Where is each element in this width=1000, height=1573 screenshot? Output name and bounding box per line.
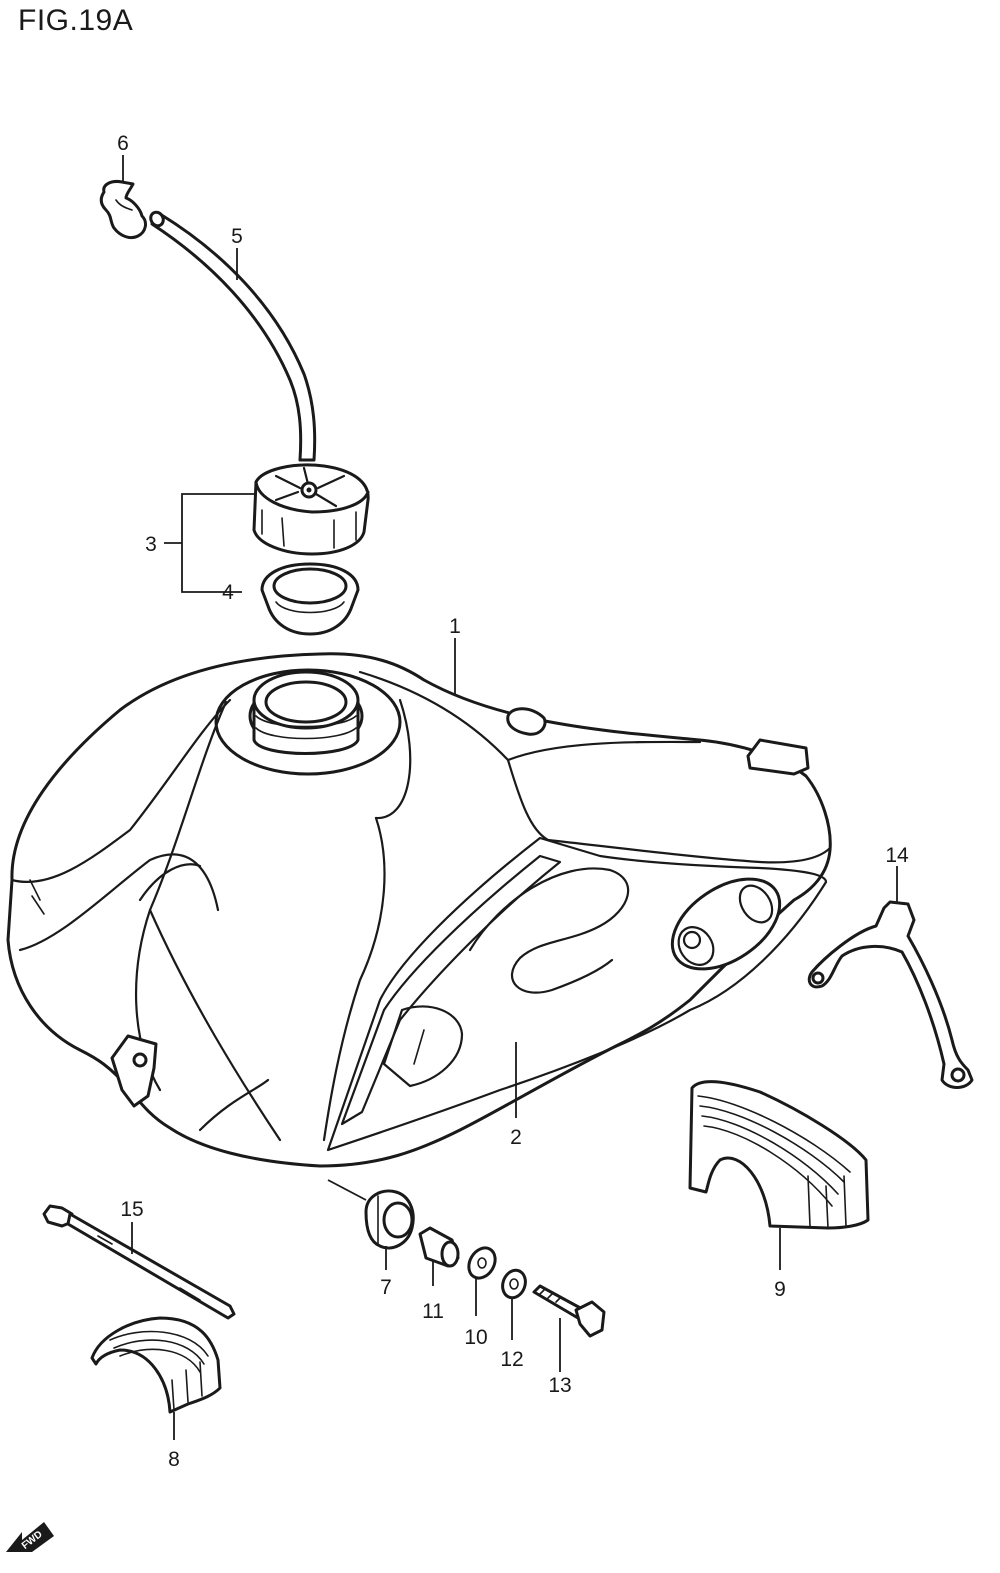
callout-3: 3 xyxy=(145,533,157,556)
callout-15: 15 xyxy=(120,1198,143,1221)
leader-lines xyxy=(122,155,898,1440)
callout-14: 14 xyxy=(885,844,909,867)
figure-title: FIG.19A xyxy=(18,4,134,37)
callout-4: 4 xyxy=(222,581,234,604)
part-10-washer[interactable] xyxy=(464,1243,501,1283)
part-5-breather-hose[interactable] xyxy=(148,210,317,462)
callout-11: 11 xyxy=(422,1300,444,1323)
part-2-tank-decal[interactable] xyxy=(326,836,828,1152)
part-3-fuel-cap[interactable] xyxy=(252,463,370,556)
part-6-hose-clip[interactable] xyxy=(99,180,147,240)
leader-3-4-bracket xyxy=(164,493,256,593)
callout-5: 5 xyxy=(231,225,243,248)
part-14-tank-strap[interactable] xyxy=(807,900,974,1089)
part-12-washer[interactable] xyxy=(499,1267,529,1301)
part-15-cable-tie[interactable] xyxy=(42,1204,236,1320)
callout-7: 7 xyxy=(380,1276,392,1299)
part-4-cap-gasket[interactable] xyxy=(260,562,360,636)
callout-10: 10 xyxy=(464,1326,487,1349)
callout-9: 9 xyxy=(774,1278,786,1301)
callout-6: 6 xyxy=(117,132,129,155)
callout-labels: 6 5 3 4 1 14 2 15 9 7 11 10 12 13 8 xyxy=(117,132,909,1471)
part-8-tank-cushion-front[interactable] xyxy=(90,1316,222,1414)
forward-arrow-icon: FWD xyxy=(6,1522,54,1552)
callout-8: 8 xyxy=(168,1448,180,1471)
callout-13: 13 xyxy=(548,1374,571,1397)
part-11-collar[interactable] xyxy=(418,1226,460,1268)
callout-2: 2 xyxy=(510,1126,522,1149)
callout-12: 12 xyxy=(500,1348,523,1371)
part-13-bolt[interactable] xyxy=(532,1284,606,1338)
part-1-fuel-tank[interactable] xyxy=(6,652,832,1168)
part-7-grommet[interactable] xyxy=(364,1189,415,1250)
callout-1: 1 xyxy=(449,615,461,638)
part-9-tank-cushion-rear[interactable] xyxy=(688,1080,870,1230)
